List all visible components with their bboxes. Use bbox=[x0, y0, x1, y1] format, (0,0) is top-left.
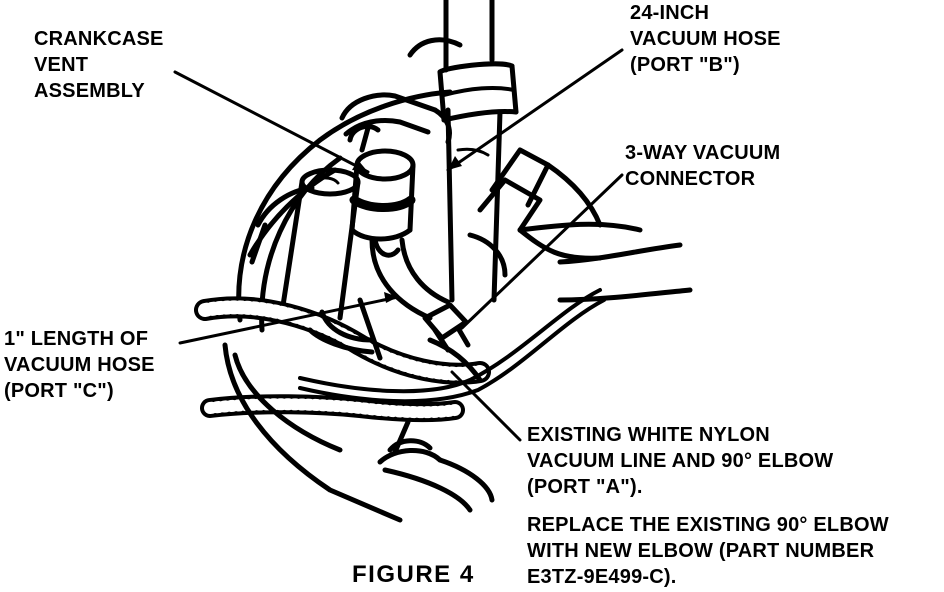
corrugated-harness bbox=[194, 296, 491, 423]
vent-to-connector-hose bbox=[369, 237, 451, 321]
label-crankcase-vent-assembly: CRANKCASE VENT ASSEMBLY bbox=[34, 26, 164, 104]
label-line: ASSEMBLY bbox=[34, 80, 145, 102]
label-line: VACUUM HOSE bbox=[4, 354, 155, 376]
nylon-vacuum-line bbox=[298, 288, 606, 404]
upper-left-pipe bbox=[249, 185, 315, 265]
label-replace-elbow-note: REPLACE THE EXISTING 90° ELBOW WITH NEW … bbox=[527, 512, 889, 590]
label-line: (PORT "C") bbox=[4, 380, 114, 402]
figure-caption: FIGURE 4 bbox=[352, 561, 475, 588]
label-line: VACUUM LINE AND 90° ELBOW bbox=[527, 450, 834, 472]
label-line: EXISTING WHITE NYLON bbox=[527, 424, 770, 446]
label-line: VENT bbox=[34, 54, 89, 76]
right-bracket bbox=[467, 147, 603, 278]
crankcase-vent-assembly bbox=[347, 123, 416, 258]
label-line: VACUUM HOSE bbox=[630, 28, 781, 50]
label-line: CONNECTOR bbox=[625, 168, 756, 190]
leader-hose1 bbox=[178, 295, 400, 345]
leader-threeway bbox=[460, 173, 624, 330]
label-line: 24-INCH bbox=[630, 2, 710, 24]
label-24-inch-vacuum-hose: 24-INCH VACUUM HOSE (PORT "B") bbox=[630, 0, 781, 78]
label-line: CRANKCASE bbox=[34, 28, 164, 50]
label-line: (PORT "A"). bbox=[527, 476, 643, 498]
label-line: E3TZ-9E499-C). bbox=[527, 566, 677, 588]
label-3-way-vacuum-connector: 3-WAY VACUUM CONNECTOR bbox=[625, 140, 780, 192]
label-line: REPLACE THE EXISTING 90° ELBOW bbox=[527, 514, 889, 536]
label-existing-nylon-line: EXISTING WHITE NYLON VACUUM LINE AND 90°… bbox=[527, 422, 833, 500]
upper-elbow-tube bbox=[339, 92, 452, 145]
lower-manifold bbox=[222, 221, 693, 523]
left-vertical-tube bbox=[279, 167, 361, 321]
label-line: (PORT "B") bbox=[630, 54, 740, 76]
leader-hose24 bbox=[446, 48, 624, 172]
rear-pipe bbox=[407, 0, 495, 73]
leader-lines bbox=[173, 48, 624, 442]
leader-crankcase bbox=[173, 70, 370, 174]
arrow-hose1 bbox=[384, 292, 398, 303]
bottom-hose bbox=[377, 419, 495, 513]
arrow-crankcase bbox=[352, 160, 368, 172]
label-line: WITH NEW ELBOW (PART NUMBER bbox=[527, 540, 875, 562]
arrow-hose24 bbox=[448, 156, 462, 170]
leader-arrowheads bbox=[352, 156, 462, 303]
leader-existing bbox=[450, 370, 522, 442]
label-line: 3-WAY VACUUM bbox=[625, 142, 781, 164]
label-1-inch-vacuum-hose: 1" LENGTH OF VACUUM HOSE (PORT "C") bbox=[4, 326, 155, 404]
label-line: 1" LENGTH OF bbox=[4, 328, 149, 350]
